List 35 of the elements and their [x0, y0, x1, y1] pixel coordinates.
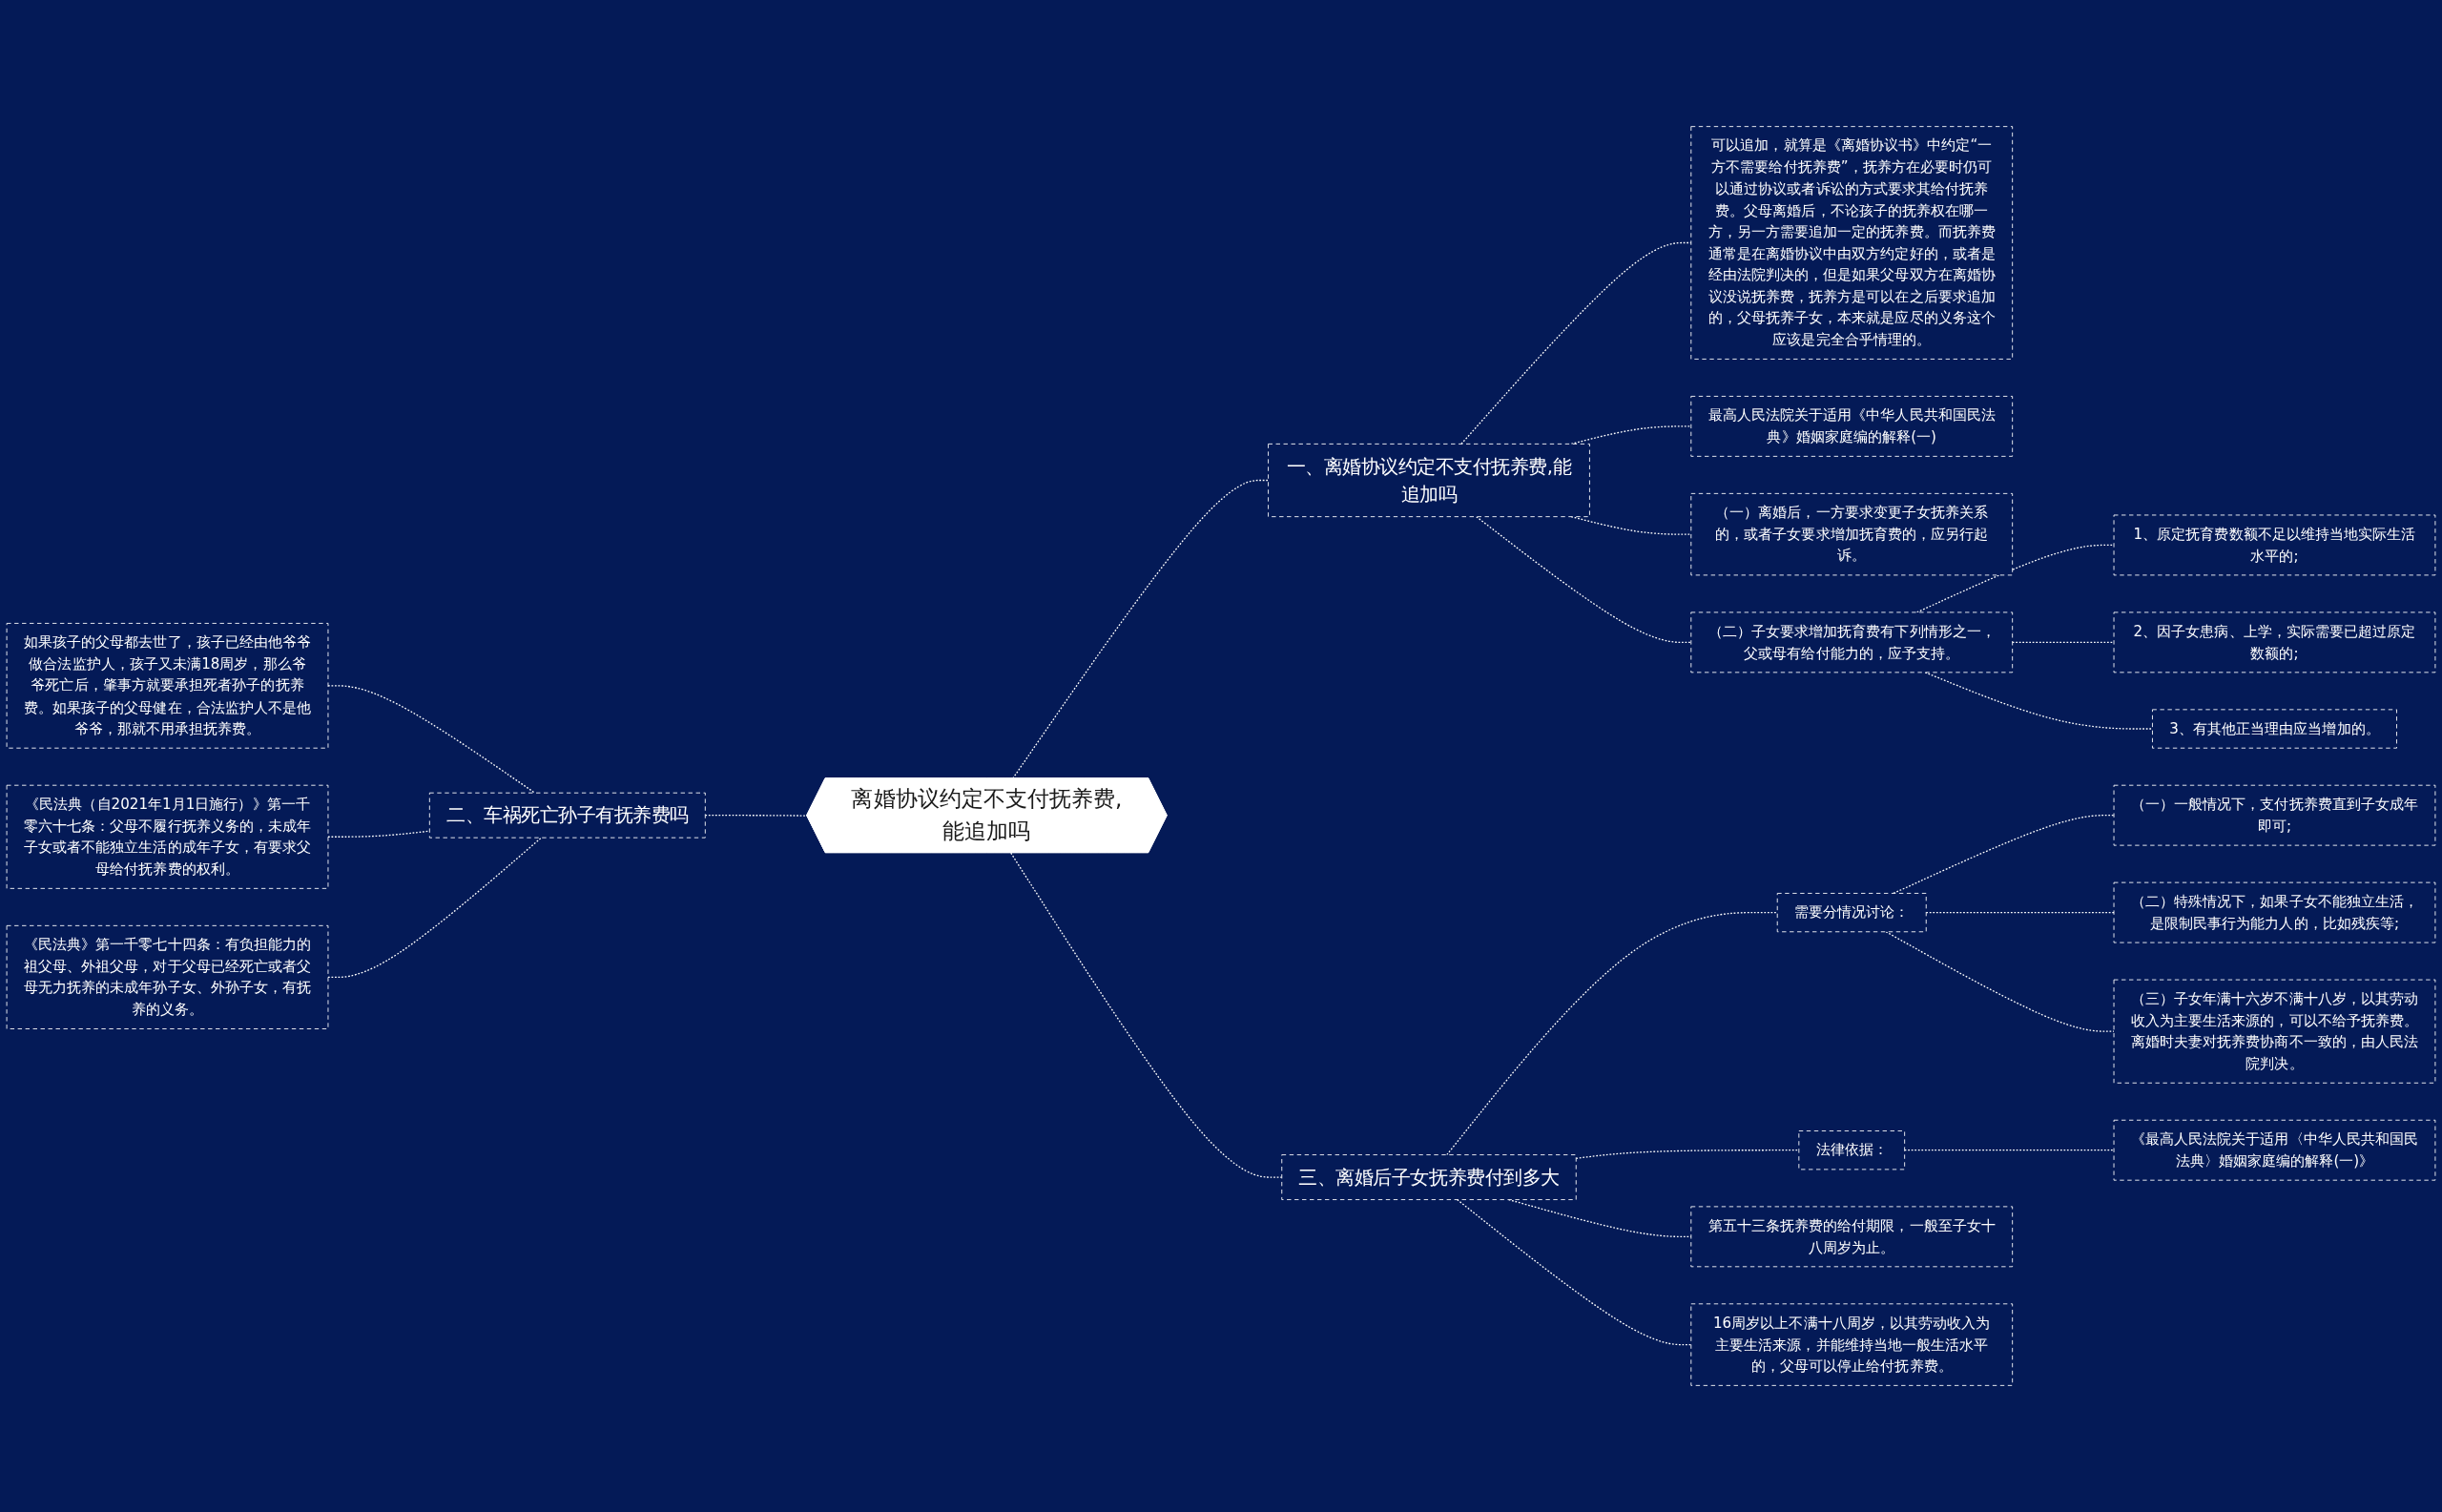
node-box: 2、因子女患病、上学，实际需要已超过原定数额的; — [2113, 611, 2436, 673]
node-box: （一）离婚后，一方要求变更子女抚养关系的，或者子女要求增加抚育费的，应另行起诉。 — [1690, 492, 2014, 576]
connector — [1476, 515, 1692, 644]
connector — [1012, 479, 1270, 779]
connector — [704, 815, 808, 817]
node-box: 二、车祸死亡孙子有抚养费吗 — [428, 792, 706, 839]
node-box: （二）子女要求增加抚育费有下列情形之一，父或母有给付能力的，应予支持。 — [1690, 611, 2014, 673]
node-box: 16周岁以上不满十八周岁，以其劳动收入为主要生活来源，并能维持当地一般生活水平的，父母可以停止给付抚养费。 — [1690, 1303, 2014, 1386]
node-box: 如果孩子的父母都去世了，孩子已经由他爷爷做合法监护人，孩子又未满18周岁，那么爷爷死亡后，肇事方就要承担死者孙子的抚养费。如果孩子的父母健在，合法监护人不是他爷爷，那就不用承担抚养费。 — [6, 623, 329, 749]
node-box: （三）子女年满十六岁不满十八岁，以其劳动收入为主要生活来源的，可以不给予抚养费。离婚时夫妻对抚养费协商不一致的，由人民法院判决。 — [2113, 979, 2436, 1084]
connector — [1885, 931, 2115, 1032]
node-box: 需要分情况讨论： — [1776, 893, 1927, 933]
connector — [327, 837, 543, 979]
node-box: 3、有其他正当理由应当增加的。 — [2152, 709, 2397, 749]
connector — [1575, 1150, 1800, 1159]
node-box: 法律依据： — [1798, 1130, 1906, 1170]
node-box: 三、离婚后子女抚养费付到多大 — [1281, 1154, 1577, 1200]
connector — [2012, 641, 2115, 644]
connector — [1460, 241, 1692, 445]
connector — [1457, 1198, 1692, 1346]
connector — [327, 685, 536, 794]
node-box: 第五十三条抚养费的给付期限，一般至子女十八周岁为止。 — [1690, 1206, 2014, 1268]
node-box: （一）一般情况下，支付抚养费直到子女成年即可; — [2113, 784, 2436, 846]
node-box: （二）特殊情况下，如果子女不能独立生活，是限制民事行为能力人的，比如残疾等; — [2113, 881, 2436, 943]
node-box: 1、原定抚育费数额不足以维持当地实际生活水平的; — [2113, 514, 2436, 576]
node-box: 《最高人民法院关于适用〈中华人民共和国民法典〉婚姻家庭编的解释(一)》 — [2113, 1119, 2436, 1181]
node-box: 可以追加，就算是《离婚协议书》中约定“一方不需要给付抚养费”，抚养方在必要时仍可以通过协议或者诉讼的方式要求其给付抚养费。父母离婚后，不论孩子的抚养权在哪一方，另一方需要追加一定的抚养费。而抚养费通常是在离婚协议中由双方约定好的，或者是经由法院判决的，但是如果父母双方在离婚协议没说抚养费，抚养方是可以在之后要求追加的，父母抚养子女，本来就是应尽的义务这个应该是完全合乎情理的。 — [1690, 126, 2014, 360]
node-box: 《民法典》第一千零七十四条：有负担能力的祖父母、外祖父母，对于父母已经死亡或者父母无力抚养的未成年孙子女、外孙子女，有抚养的义务。 — [6, 924, 329, 1029]
node-box: 《民法典（自2021年1月1日施行）》第一千零六十七条：父母不履行抚养义务的，未成年子女或者不能独立生活的成年子女，有要求父母给付抚养费的权利。 — [6, 784, 329, 889]
connector — [1924, 672, 2154, 730]
connector — [327, 830, 430, 838]
node-box: 最高人民法院关于适用《中华人民共和国民法典》婚姻家庭编的解释(一) — [1690, 395, 2014, 457]
node-box: 一、离婚协议约定不支付抚养费,能追加吗 — [1268, 443, 1590, 518]
connector — [1903, 1150, 2115, 1151]
connector — [1446, 911, 1778, 1156]
